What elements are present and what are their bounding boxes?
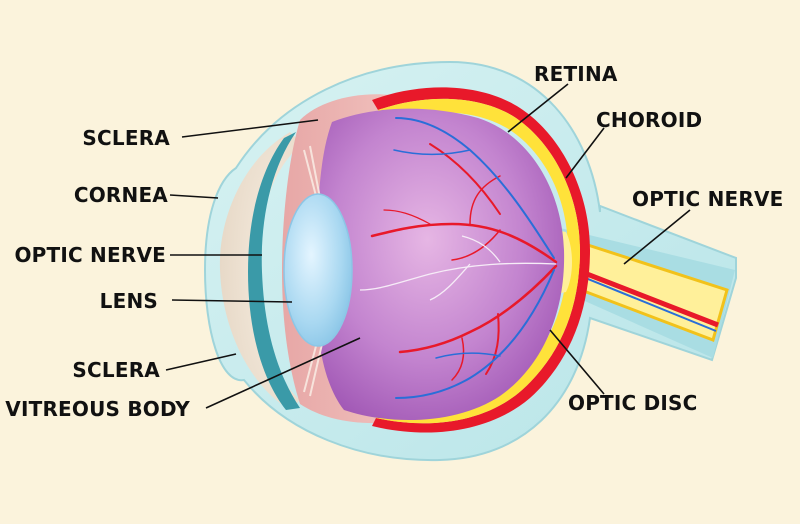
retinal-veins <box>393 117 555 399</box>
leader-sclera-top <box>181 119 319 138</box>
label-vitreous-body: VITREOUS BODY <box>5 397 190 421</box>
label-cornea: CORNEA <box>73 183 168 207</box>
leader-sclera-bottom <box>165 353 237 371</box>
label-sclera-top: SCLERA <box>82 126 170 150</box>
vitreous-body-shape <box>315 108 565 421</box>
label-sclera-bottom: SCLERA <box>72 358 160 382</box>
label-retina: RETINA <box>534 62 618 86</box>
leader-optic-nerve-right <box>623 209 691 265</box>
lens-shape <box>283 193 353 347</box>
zonule-fibers <box>303 145 323 397</box>
label-lens: LENS <box>99 289 158 313</box>
leader-optic-disc <box>549 329 605 395</box>
leader-cornea <box>169 194 219 199</box>
leader-lens <box>171 299 293 303</box>
retinal-arteries <box>370 143 558 381</box>
iris-band <box>248 132 300 410</box>
leader-choroid <box>565 127 605 179</box>
nerve-fibers <box>359 235 557 301</box>
label-optic-nerve-left: OPTIC NERVE <box>14 243 166 267</box>
label-choroid: CHOROID <box>596 108 703 132</box>
label-optic-disc: OPTIC DISC <box>568 391 698 415</box>
cornea-shape <box>219 132 302 410</box>
leader-vitreous <box>205 337 361 409</box>
leader-lines <box>165 83 691 409</box>
label-optic-nerve-right: OPTIC NERVE <box>632 187 784 211</box>
leader-retina <box>507 83 569 133</box>
